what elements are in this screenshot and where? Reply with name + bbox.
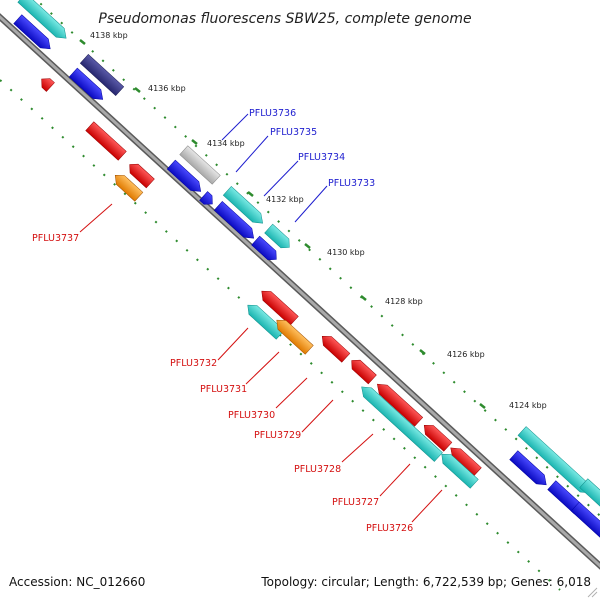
map-title: Pseudomonas fluorescens SBW25, complete … <box>98 11 471 27</box>
gene-feature[interactable] <box>222 186 267 227</box>
gene-feature[interactable] <box>17 0 70 43</box>
label-leaders-red <box>79 203 443 523</box>
forward-strand-genes <box>13 0 600 539</box>
gene-feature[interactable] <box>179 145 221 185</box>
gene-feature[interactable] <box>264 223 294 252</box>
tick-label: 4124 kbp <box>509 401 547 410</box>
gene-feature[interactable] <box>13 14 55 54</box>
gene-label[interactable]: PFLU3731 <box>200 384 247 395</box>
gene-feature[interactable] <box>509 450 551 490</box>
gene-label[interactable]: PFLU3736 <box>249 108 296 119</box>
gene-feature[interactable] <box>420 421 453 452</box>
gene-feature[interactable] <box>68 67 107 104</box>
major-ticks <box>79 39 486 409</box>
major-tick <box>191 139 198 145</box>
major-tick <box>479 403 486 409</box>
gene-feature[interactable] <box>244 301 285 340</box>
tick-label: 4126 kbp <box>447 350 485 359</box>
accession-text: Accession: NC_012660 <box>9 575 145 589</box>
gene-label[interactable]: PFLU3727 <box>332 497 379 508</box>
gene-feature[interactable] <box>258 287 299 326</box>
major-tick <box>419 349 426 355</box>
genome-backbone <box>0 13 600 570</box>
major-tick <box>360 295 367 301</box>
gene-feature[interactable] <box>213 201 258 242</box>
gene-feature[interactable] <box>373 380 424 427</box>
gene-feature[interactable] <box>85 121 127 161</box>
gene-feature[interactable] <box>273 316 314 355</box>
gene-labels-blue: PFLU3736 PFLU3735 PFLU3734 PFLU3733 <box>249 108 375 189</box>
tick-label: 4136 kbp <box>148 84 186 93</box>
gene-feature[interactable] <box>438 450 479 489</box>
gene-label[interactable]: PFLU3732 <box>170 358 217 369</box>
gene-feature[interactable] <box>348 356 377 385</box>
resize-grip-icon[interactable] <box>587 587 598 598</box>
gene-label[interactable]: PFLU3729 <box>254 430 301 441</box>
tick-label: 4134 kbp <box>207 139 245 148</box>
tick-label: 4128 kbp <box>385 297 423 306</box>
gene-feature[interactable] <box>358 383 443 462</box>
major-tick <box>247 191 254 197</box>
gene-feature[interactable] <box>570 501 600 539</box>
gene-feature[interactable] <box>199 191 217 209</box>
gene-label[interactable]: PFLU3734 <box>298 152 345 163</box>
gene-labels-red: PFLU3737 PFLU3732 PFLU3731 PFLU3730 PFLU… <box>32 233 413 534</box>
label-leaders-blue <box>221 113 328 223</box>
gene-feature[interactable] <box>79 54 125 96</box>
tick-label: 4138 kbp <box>90 31 128 40</box>
gene-feature[interactable] <box>166 159 205 196</box>
gene-feature[interactable] <box>251 235 281 264</box>
gene-feature[interactable] <box>579 478 600 518</box>
major-tick <box>304 243 311 249</box>
tick-labels: 4138 kbp 4136 kbp 4134 kbp 4132 kbp 4130… <box>90 31 547 410</box>
tick-label: 4130 kbp <box>327 248 365 257</box>
gene-feature[interactable] <box>38 75 55 92</box>
reverse-strand-genes <box>38 75 482 489</box>
gene-feature[interactable] <box>111 171 144 202</box>
topology-text: Topology: circular; Length: 6,722,539 bp… <box>260 575 591 589</box>
gene-feature[interactable] <box>318 332 351 363</box>
gene-label[interactable]: PFLU3730 <box>228 410 275 421</box>
gene-label[interactable]: PFLU3735 <box>270 127 317 138</box>
gene-label[interactable]: PFLU3726 <box>366 523 413 534</box>
tick-label: 4132 kbp <box>266 195 304 204</box>
gene-label[interactable]: PFLU3733 <box>328 178 375 189</box>
major-tick <box>79 39 86 45</box>
gene-label[interactable]: PFLU3737 <box>32 233 79 244</box>
major-tick <box>134 87 141 93</box>
gene-label[interactable]: PFLU3728 <box>294 464 341 475</box>
gene-feature[interactable] <box>126 160 155 189</box>
